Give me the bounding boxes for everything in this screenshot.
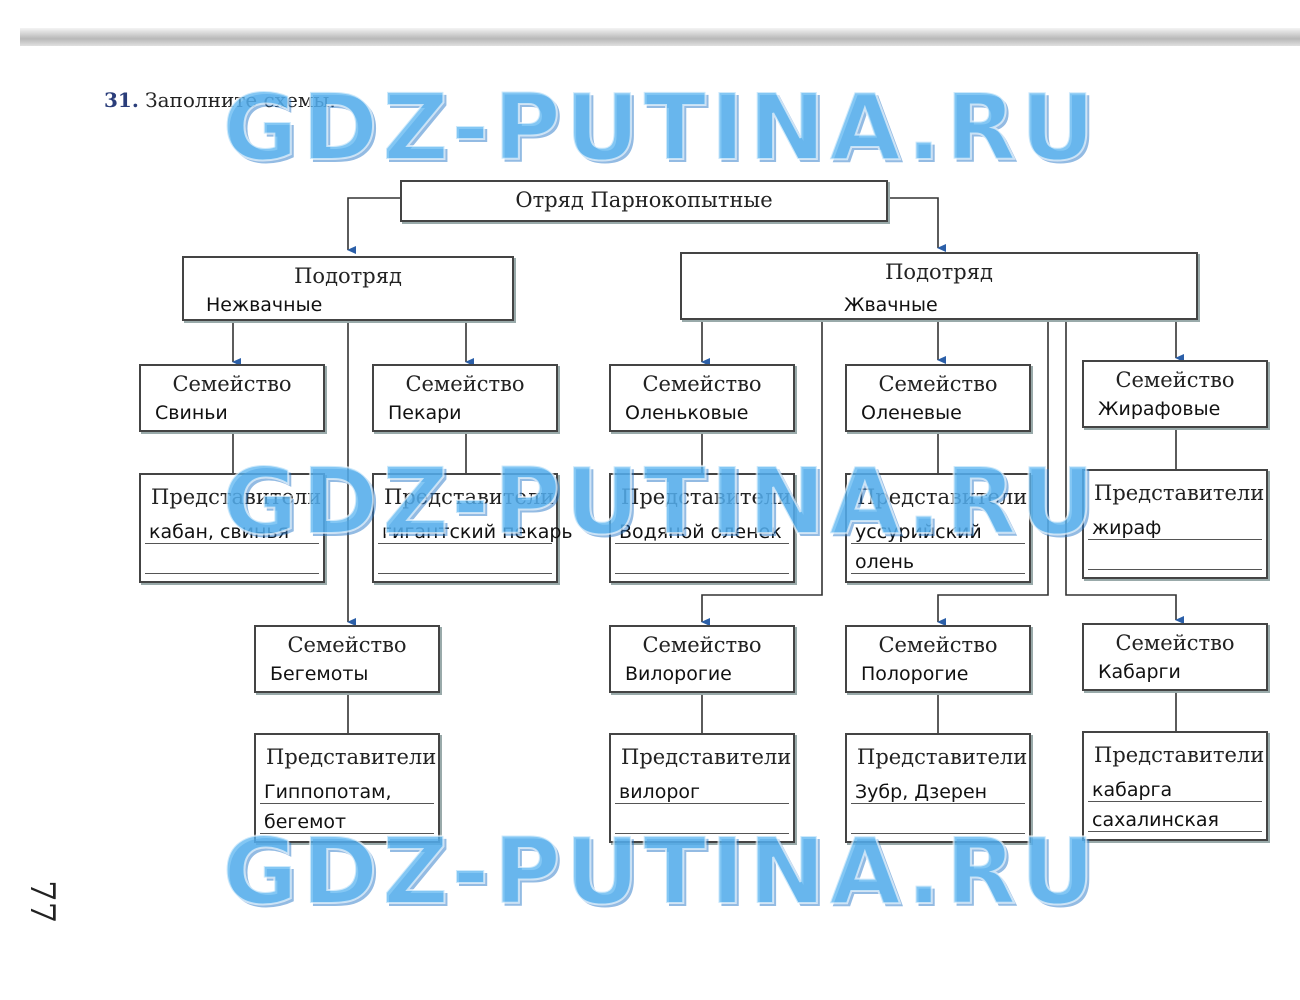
family-label: Семейство — [642, 372, 762, 396]
representatives-box: Представители уссурийский олень — [845, 473, 1031, 583]
representatives-answer: Водяной оленек — [619, 521, 782, 543]
suborder-label: Подотряд — [294, 264, 402, 288]
answer-line — [260, 803, 434, 804]
family-label: Семейство — [1115, 631, 1235, 655]
representatives-label: Представители — [621, 745, 792, 769]
representatives-box: Представители жираф — [1082, 469, 1268, 579]
family-answer: Оленевые — [861, 402, 962, 424]
suborder-answer: Нежвачные — [206, 294, 323, 316]
family-label: Семейство — [642, 633, 762, 657]
family-answer: Вилорогие — [625, 663, 732, 685]
answer-line — [378, 543, 552, 544]
representatives-label: Представители — [1094, 481, 1265, 505]
representatives-box: Представители кабан, свинья — [139, 473, 325, 583]
answer-line — [1088, 539, 1262, 540]
answer-line — [851, 833, 1025, 834]
representatives-answer: кабан, свинья — [149, 521, 290, 543]
family-answer: Кабарги — [1098, 661, 1181, 683]
answer-line — [615, 543, 789, 544]
answer-line — [615, 833, 789, 834]
representatives-box: Представители гигантский пекарь — [372, 473, 573, 583]
family-label: Семейство — [172, 372, 292, 396]
representatives-answer: кабарга сахалинская — [1092, 779, 1219, 831]
root-label: Отряд Парнокопытные — [515, 188, 773, 212]
representatives-box: Представители кабарга сахалинская — [1082, 731, 1268, 841]
answer-line — [851, 543, 1025, 544]
family-answer: Полорогие — [861, 663, 969, 685]
representatives-label: Представители — [857, 745, 1028, 769]
answer-line — [260, 833, 434, 834]
family-label: Семейство — [405, 372, 525, 396]
suborder-answer: Жвачные — [844, 294, 938, 316]
family-answer: Пекари — [388, 402, 462, 424]
task-heading: 31. Заполните схемы. — [104, 88, 336, 112]
task-number: 31. — [104, 88, 139, 112]
answer-line — [851, 573, 1025, 574]
representatives-answer: уссурийский олень — [855, 521, 982, 573]
representatives-label: Представители — [384, 485, 555, 509]
family-answer: Оленьковые — [625, 402, 749, 424]
answer-line — [615, 803, 789, 804]
representatives-label: Представители — [151, 485, 322, 509]
scan-edge — [20, 28, 1300, 46]
answer-line — [1088, 831, 1262, 832]
representatives-answer: Гиппопотам, бегемот — [264, 781, 392, 833]
representatives-label: Представители — [266, 745, 437, 769]
representatives-label: Представители — [1094, 743, 1265, 767]
root-box: Отряд Парнокопытные — [400, 180, 888, 222]
task-text: Заполните схемы. — [145, 88, 336, 112]
answer-line — [378, 573, 552, 574]
representatives-box: Представители вилорог — [609, 733, 795, 843]
answer-line — [145, 543, 319, 544]
answer-line — [1088, 801, 1262, 802]
answer-line — [851, 803, 1025, 804]
family-answer: Жирафовые — [1098, 398, 1221, 420]
family-label: Семейство — [878, 372, 998, 396]
answer-line — [145, 573, 319, 574]
representatives-label: Представители — [621, 485, 792, 509]
family-label: Семейство — [878, 633, 998, 657]
representatives-answer: вилорог — [619, 781, 700, 803]
family-label: Семейство — [1115, 368, 1235, 392]
representatives-answer: жираф — [1092, 517, 1162, 539]
family-answer: Свиньи — [155, 402, 228, 424]
answer-line — [1088, 569, 1262, 570]
family-answer: Бегемоты — [270, 663, 369, 685]
representatives-answer: гигантский пекарь — [382, 521, 573, 543]
answer-line — [615, 573, 789, 574]
family-label: Семейство — [287, 633, 407, 657]
suborder-label: Подотряд — [885, 260, 993, 284]
representatives-answer: Зубр, Дзерен — [855, 781, 988, 803]
representatives-label: Представители — [857, 485, 1028, 509]
